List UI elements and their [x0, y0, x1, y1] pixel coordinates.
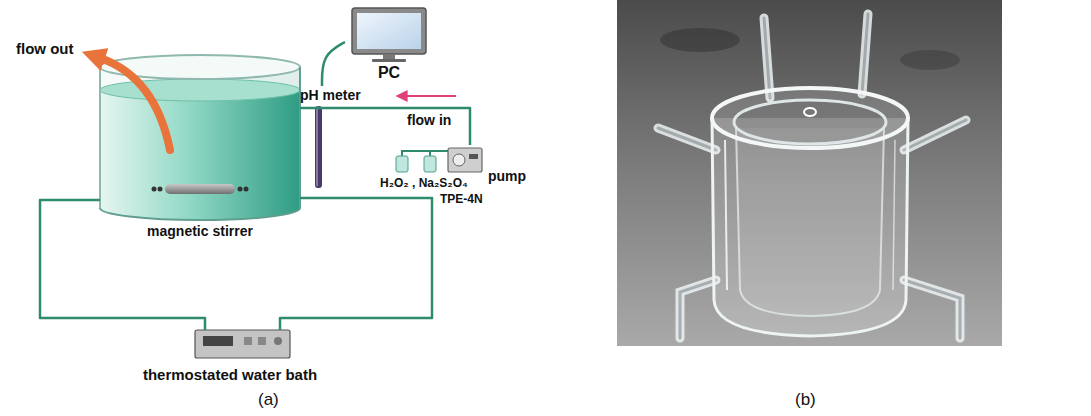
panel-caption: (a) — [258, 390, 279, 410]
panel-caption-box: (b) — [795, 390, 816, 410]
flow-label: flow in — [405, 112, 453, 128]
ph-probe — [315, 106, 322, 188]
tube-connector — [322, 42, 345, 86]
panel-caption: (b) — [795, 390, 816, 410]
flow-in-arrow — [398, 95, 456, 97]
ph-meter-probe: pH meter — [300, 86, 370, 190]
flow-out-label: flow out — [16, 40, 73, 57]
edge-label-box: flow in — [405, 112, 453, 128]
pc-monitor: PC — [345, 6, 433, 84]
tube-connector — [300, 108, 470, 145]
tube-connector — [280, 198, 432, 330]
stir-bar — [152, 184, 249, 194]
reagent-label: H₂O₂ , Na₂S₂O₄ — [380, 177, 468, 191]
computer-monitor — [352, 8, 426, 62]
reactor-photo — [617, 0, 1002, 346]
node-text: thermostated water bath — [120, 366, 340, 383]
node-text: magnetic stirrer — [100, 223, 300, 239]
reagent-label-box: H₂O₂ , Na₂S₂O₄ — [380, 177, 468, 191]
beaker-drawing — [100, 55, 300, 220]
pump-device — [448, 148, 482, 172]
water-bath-device — [195, 330, 290, 358]
beaker-vessel: magnetic stirrer — [100, 55, 300, 220]
reagent-bottles — [396, 151, 448, 172]
water-bath: thermostated water bath — [120, 330, 340, 388]
reagent-label-box: TPE-4N — [440, 193, 483, 207]
node-text: pH meter — [300, 87, 361, 103]
flow-out-arrow — [100, 58, 170, 150]
node-text: PC — [345, 64, 433, 82]
panel-caption-box: (a) — [258, 390, 279, 410]
flow-out-label-box: flow out — [16, 40, 73, 57]
tube-connector — [40, 200, 205, 330]
node-text: pump — [488, 168, 526, 184]
reagent-label: TPE-4N — [440, 193, 483, 207]
